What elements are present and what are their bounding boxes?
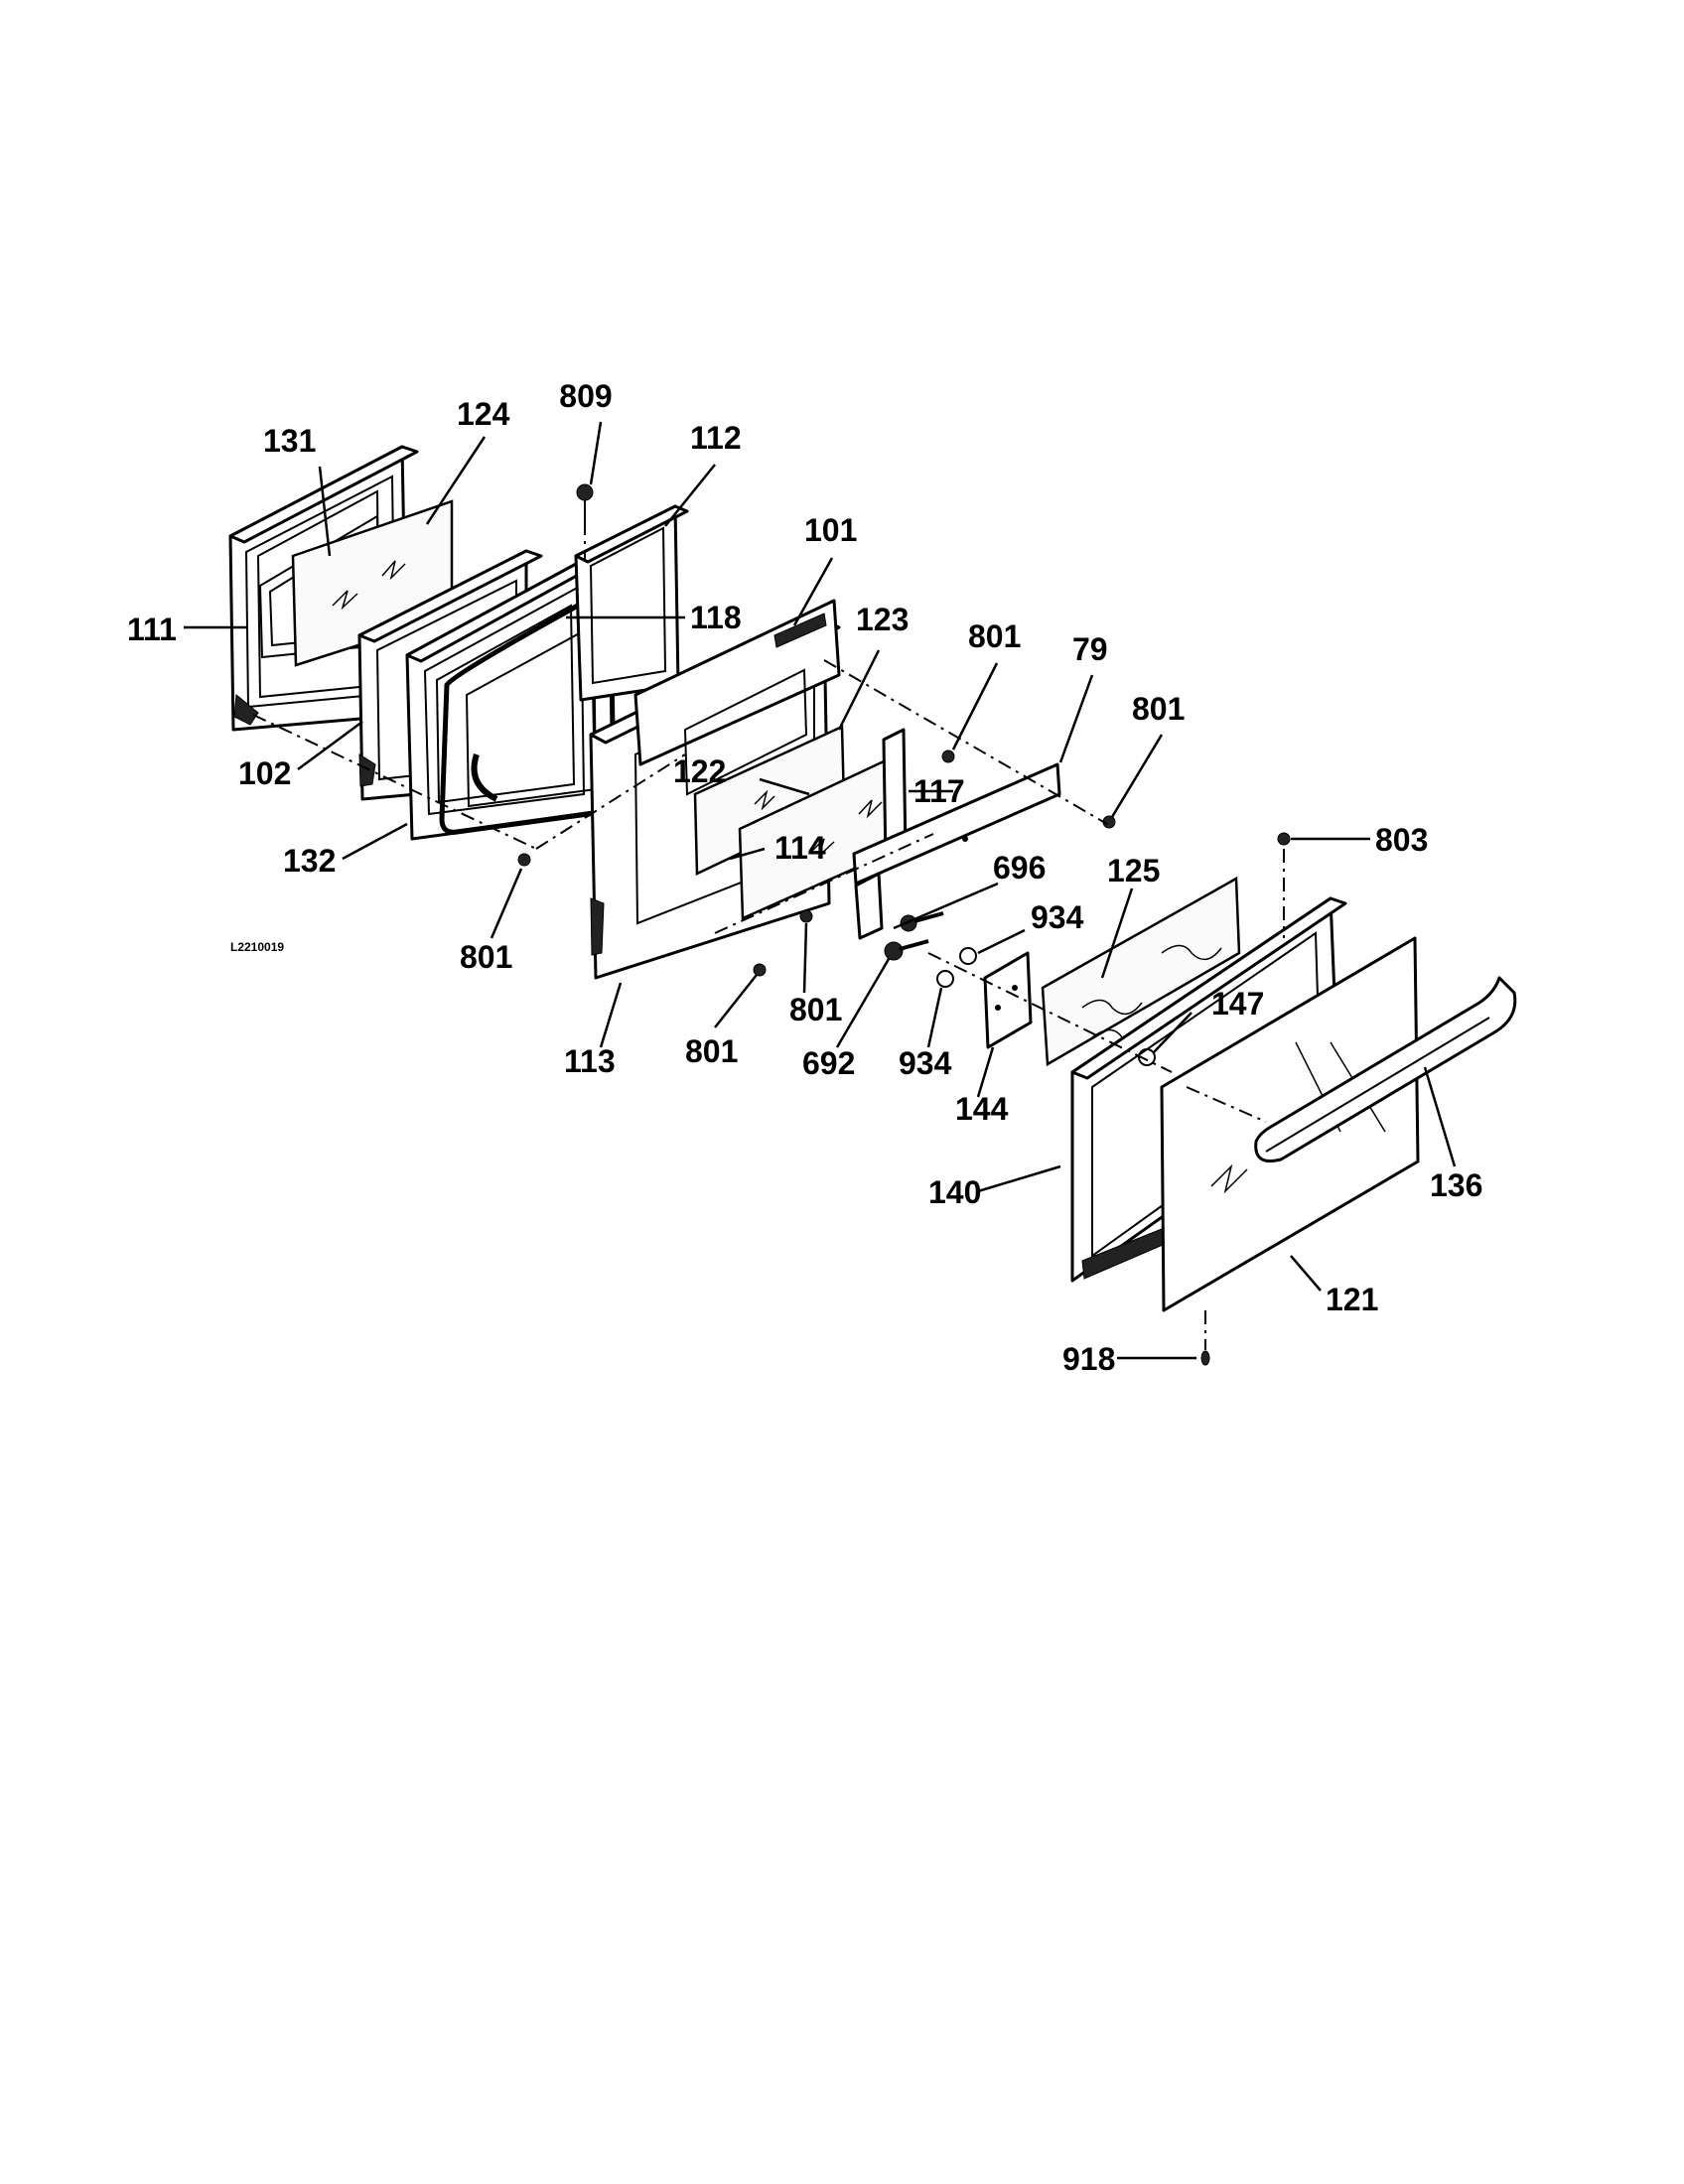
screw-801-icon: [753, 963, 767, 977]
label-113: 113: [564, 1043, 616, 1079]
label-112: 112: [690, 420, 742, 456]
label-692: 692: [802, 1045, 855, 1081]
label-801-b: 801: [1132, 691, 1185, 727]
label-132: 132: [283, 843, 336, 879]
screw-801-icon: [517, 853, 531, 867]
label-801-c: 801: [460, 939, 512, 975]
label-79: 79: [1072, 631, 1108, 667]
label-131: 131: [263, 423, 316, 459]
washer-934-icon: [959, 947, 977, 965]
plug-147-icon: [1138, 1048, 1156, 1066]
label-809: 809: [559, 378, 612, 414]
label-114: 114: [774, 830, 826, 866]
label-122: 122: [673, 753, 726, 789]
screw-803-icon: [1277, 832, 1291, 846]
label-136: 136: [1430, 1167, 1482, 1203]
washer-934-icon: [936, 970, 954, 988]
screw-801-icon: [799, 909, 813, 923]
label-124: 124: [457, 396, 510, 432]
label-121: 121: [1326, 1282, 1378, 1317]
part-125-glass: [1041, 876, 1241, 1067]
label-696: 696: [993, 850, 1046, 886]
label-144: 144: [955, 1091, 1009, 1127]
label-140: 140: [928, 1174, 981, 1210]
screw-918-icon: [1200, 1350, 1210, 1366]
label-801-e: 801: [685, 1033, 738, 1069]
label-918: 918: [1062, 1341, 1115, 1377]
part-136-handle: [1254, 976, 1517, 1162]
label-111: 111: [127, 612, 177, 647]
diagram-code: L2210019: [230, 940, 284, 954]
label-123: 123: [856, 602, 909, 637]
part-132-gasket-frame: [405, 554, 606, 841]
part-79-vent-strip: [852, 762, 1061, 886]
label-118: 118: [690, 600, 742, 635]
label-147: 147: [1211, 986, 1264, 1022]
screw-692-icon: [884, 939, 929, 961]
part-labels: 131 124 809 112 101 111 118 123 801 79 8…: [127, 378, 1482, 1377]
alignment-lines: [252, 521, 1285, 1350]
label-803: 803: [1375, 822, 1428, 858]
hinge-144-icon: [983, 951, 1033, 1049]
label-117: 117: [913, 773, 965, 809]
leader-lines: [184, 421, 1457, 1360]
part-696-bracket: [854, 872, 884, 940]
label-934-b: 934: [899, 1045, 952, 1081]
label-125: 125: [1107, 853, 1160, 888]
label-801-a: 801: [968, 618, 1021, 654]
screw-809-icon: [576, 483, 594, 521]
part-101-inner-door: [633, 599, 841, 796]
screw-801-icon: [941, 750, 955, 763]
label-934-a: 934: [1031, 899, 1084, 935]
label-102: 102: [238, 755, 291, 791]
label-801-d: 801: [789, 992, 842, 1027]
label-101: 101: [804, 512, 857, 548]
part-112-back-frame: [574, 504, 689, 702]
